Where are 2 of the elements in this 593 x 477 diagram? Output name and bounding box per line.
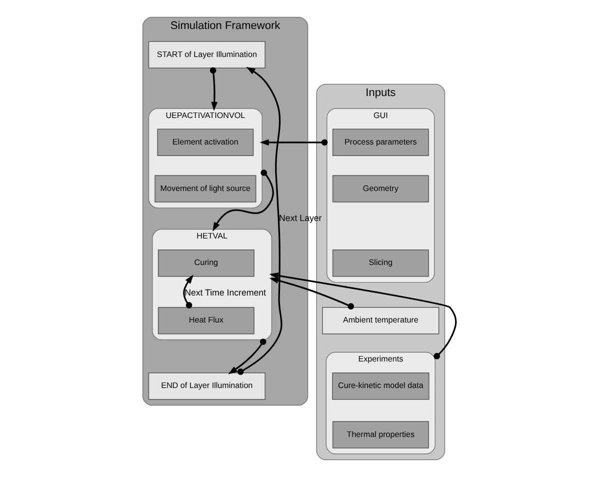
edge-label: Next Layer — [279, 212, 322, 223]
edge-label: Next Time Increment — [184, 287, 266, 298]
